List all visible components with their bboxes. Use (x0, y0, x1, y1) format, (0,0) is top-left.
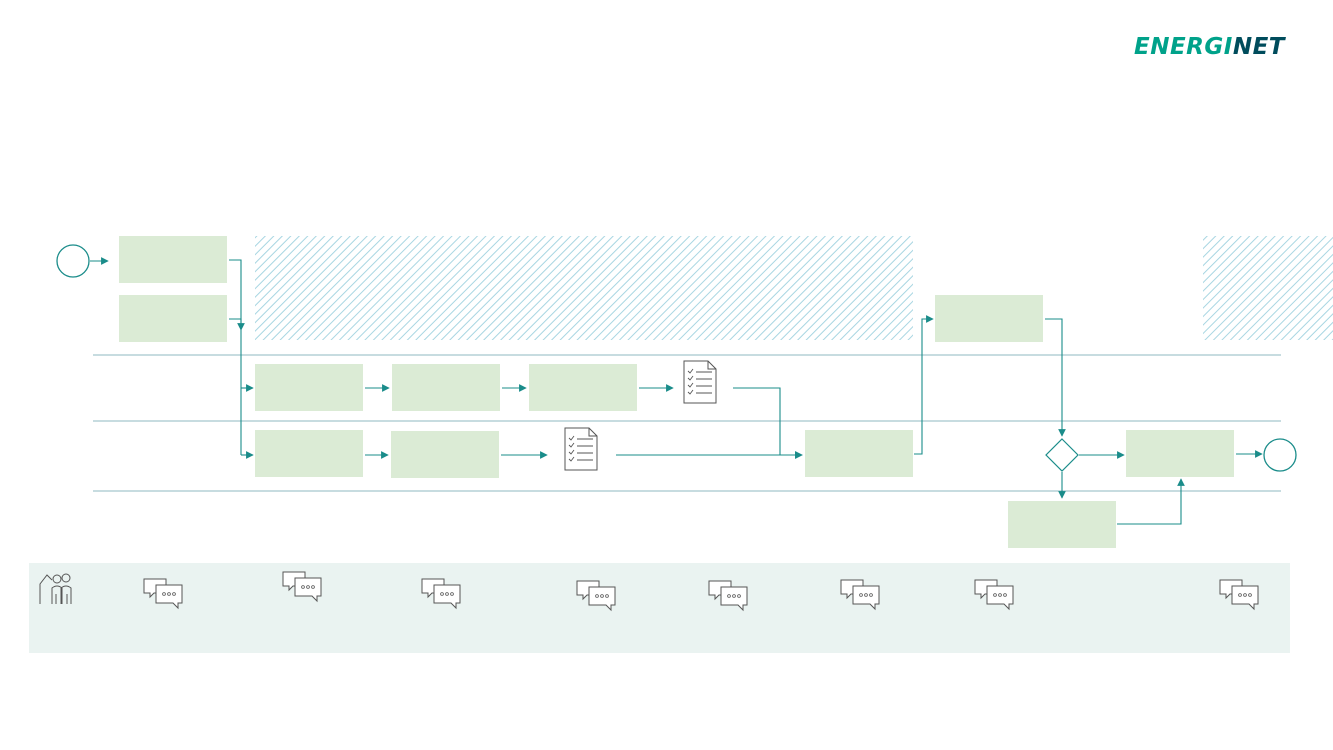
end-event[interactable] (1263, 438, 1297, 472)
checklist-document-icon (683, 360, 717, 404)
process-box-4[interactable] (392, 364, 500, 411)
process-box-8[interactable] (805, 430, 913, 477)
connectors (90, 257, 1263, 525)
hatched-area-top (255, 236, 913, 340)
process-box-10[interactable] (1126, 430, 1234, 477)
process-box-3[interactable] (255, 364, 363, 411)
people-house-icon (39, 573, 72, 604)
process-box-1[interactable] (119, 236, 227, 283)
start-event[interactable] (56, 244, 90, 278)
process-box-2[interactable] (119, 295, 227, 342)
process-box-5[interactable] (529, 364, 637, 411)
checklist-document-icon (564, 427, 598, 471)
process-box-11[interactable] (1008, 501, 1116, 548)
gateway-diamond[interactable] (1045, 438, 1079, 472)
energinet-logo: ENERGINET (1134, 34, 1285, 60)
process-box-6[interactable] (255, 430, 363, 477)
process-box-9[interactable] (935, 295, 1043, 342)
footer-band (29, 563, 1290, 653)
hatched-area-right (1203, 236, 1333, 340)
process-box-7[interactable] (391, 431, 499, 478)
